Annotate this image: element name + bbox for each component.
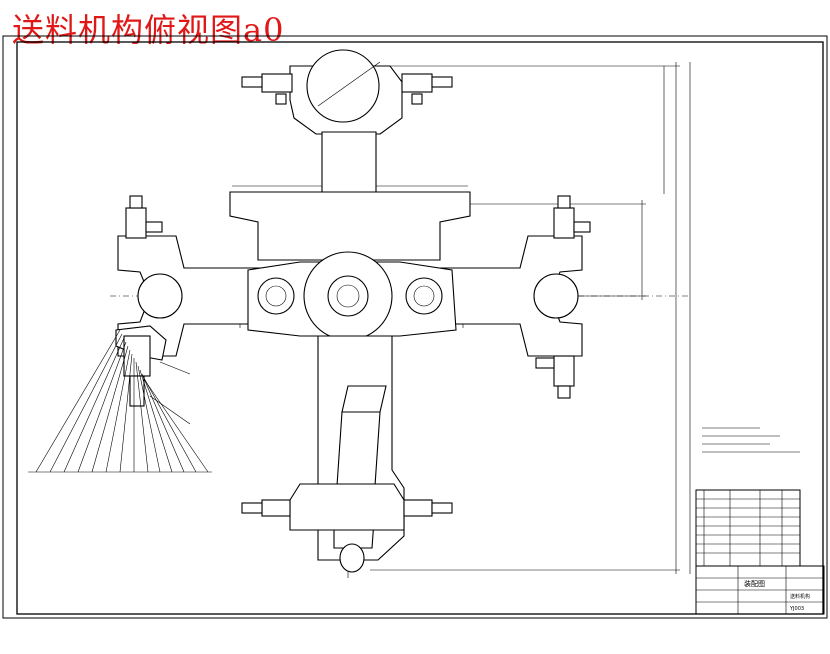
support-plate: [229, 191, 471, 261]
lower-arm: [241, 335, 453, 573]
vertical-arm-upper: [321, 131, 377, 193]
title-block: 装配图 YJ003 送料机构: [695, 565, 825, 615]
central-hub: [247, 251, 457, 341]
inner-border: [16, 41, 824, 615]
company-name: 送料机构: [790, 593, 810, 600]
page-title: 送料机构俯视图a0: [12, 11, 285, 49]
outer-border: [2, 35, 828, 619]
parts-list: [695, 489, 801, 567]
technical-notes: [702, 427, 800, 453]
drawing-name: 装配图: [744, 579, 765, 588]
detail-leaders: [28, 329, 212, 473]
upper-clamp: [241, 49, 453, 135]
drawing-number: YJ003: [789, 606, 804, 612]
